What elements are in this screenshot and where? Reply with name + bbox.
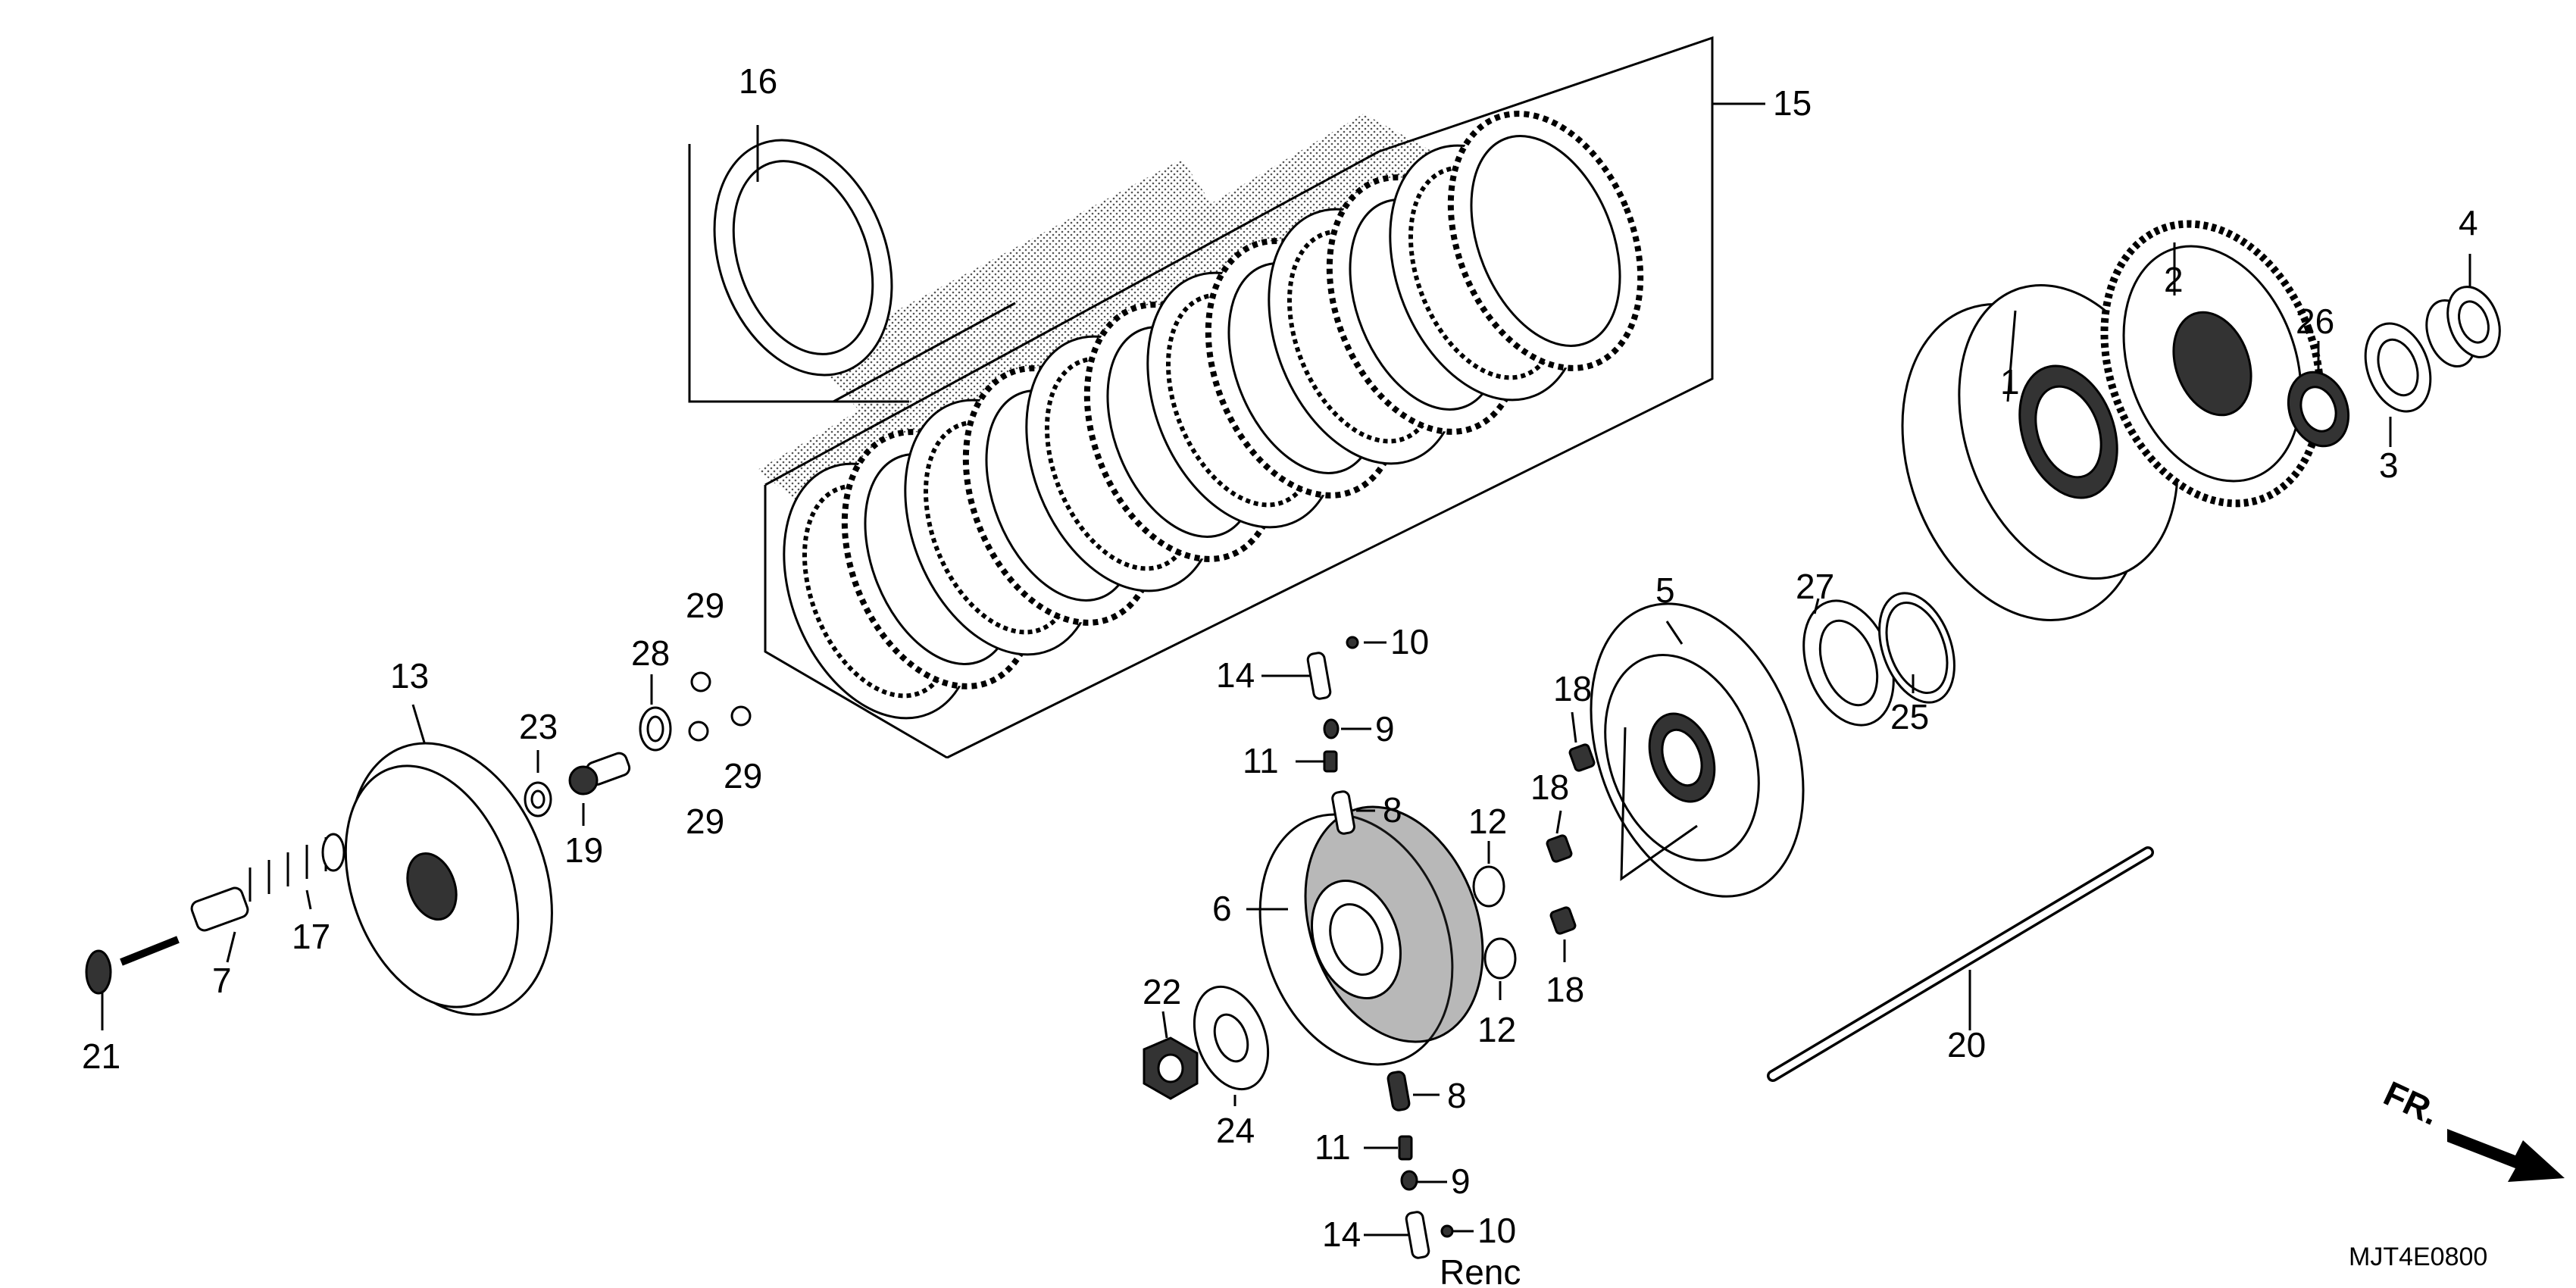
washer-27	[1802, 599, 1895, 727]
primary-driven-gear-2	[2100, 220, 2324, 508]
bearing-28	[639, 706, 672, 752]
collar-4	[2425, 286, 2501, 368]
callout-8b: 8	[1447, 1076, 1467, 1115]
callout-10a: 10	[1390, 622, 1429, 661]
callout-9a: 9	[1375, 709, 1395, 749]
lock-washer-24	[1193, 985, 1270, 1091]
clutch-plate	[1447, 111, 1644, 371]
diagram-code: MJT4E0800	[2349, 1243, 2487, 1271]
friction-plate-16	[713, 139, 893, 377]
clutch-plate-inner	[1470, 135, 1621, 347]
washer-25	[1878, 592, 1955, 704]
plate-16-bracket	[688, 144, 1016, 403]
callout-29a: 29	[686, 586, 724, 625]
callout-22: 22	[1143, 972, 1181, 1011]
callout-29c: 29	[724, 756, 762, 796]
clutch-center-5	[1590, 602, 1805, 898]
callout-2: 2	[2164, 260, 2184, 299]
callout-8a: 8	[1383, 790, 1402, 830]
clutch-plate-stack	[783, 111, 1644, 720]
damper-springs-18	[1546, 743, 1596, 935]
callout-20: 20	[1947, 1025, 1986, 1064]
damper-pin-set-upper	[1306, 636, 1359, 835]
front-direction-arrow	[2447, 1129, 2565, 1182]
callout-24: 24	[1216, 1111, 1255, 1150]
callout-10b: 10	[1477, 1211, 1516, 1250]
pressure-plate-13	[344, 742, 553, 1016]
callout-5: 5	[1655, 571, 1675, 610]
needle-bearing-26	[2287, 370, 2350, 448]
clutch-lifter-rod-20	[1767, 846, 2154, 1082]
callout-26: 26	[2296, 302, 2334, 341]
callout-3: 3	[2379, 445, 2399, 485]
callout-11b: 11	[1315, 1127, 1351, 1167]
steel-balls-29	[688, 671, 752, 742]
callout-29b: 29	[686, 802, 724, 841]
bushings-12	[1472, 865, 1517, 980]
callout-16: 16	[739, 61, 777, 101]
callout-14b: 14	[1322, 1215, 1361, 1254]
damper-pin-set-lower	[1386, 1071, 1454, 1259]
callout-labels: 1 2 3 4 5 6 7 8 8 9 9 10 10 11 11 12 12 …	[82, 61, 2478, 1254]
lock-nut-22	[1143, 1036, 1199, 1100]
callout-12b: 12	[1477, 1010, 1516, 1049]
lifter-piece-19	[568, 752, 631, 796]
callout-4: 4	[2459, 203, 2478, 242]
front-direction-label: FR.	[2378, 1074, 2446, 1133]
callout-17: 17	[292, 917, 330, 956]
callout-11a: 11	[1243, 741, 1279, 780]
callout-23: 23	[519, 707, 558, 746]
callout-18a: 18	[1553, 669, 1592, 708]
washer-23	[524, 781, 552, 818]
thrust-washer-3	[2364, 322, 2432, 413]
callout-7: 7	[212, 961, 232, 1000]
flange-bolt-21	[85, 936, 180, 995]
spring-collar-7	[190, 886, 249, 932]
callout-18b: 18	[1530, 767, 1569, 807]
partial-text: Renc	[1440, 1252, 1521, 1288]
callout-1: 1	[2000, 362, 2020, 402]
leader-lines	[101, 125, 2471, 1236]
callout-15: 15	[1773, 83, 1812, 123]
callout-13: 13	[390, 656, 429, 696]
callout-19: 19	[564, 830, 603, 870]
plate-set-bracket	[764, 36, 1765, 759]
callout-9b: 9	[1451, 1161, 1471, 1201]
callout-14a: 14	[1216, 655, 1255, 695]
callout-12a: 12	[1468, 802, 1507, 841]
clutch-spring-17	[249, 833, 345, 902]
callout-28: 28	[631, 633, 670, 673]
callout-18c: 18	[1546, 970, 1584, 1009]
callout-21: 21	[82, 1036, 120, 1076]
clutch-hub-6	[1258, 805, 1484, 1066]
callout-25: 25	[1890, 697, 1929, 736]
callout-6: 6	[1212, 889, 1232, 928]
callout-27: 27	[1796, 567, 1834, 606]
